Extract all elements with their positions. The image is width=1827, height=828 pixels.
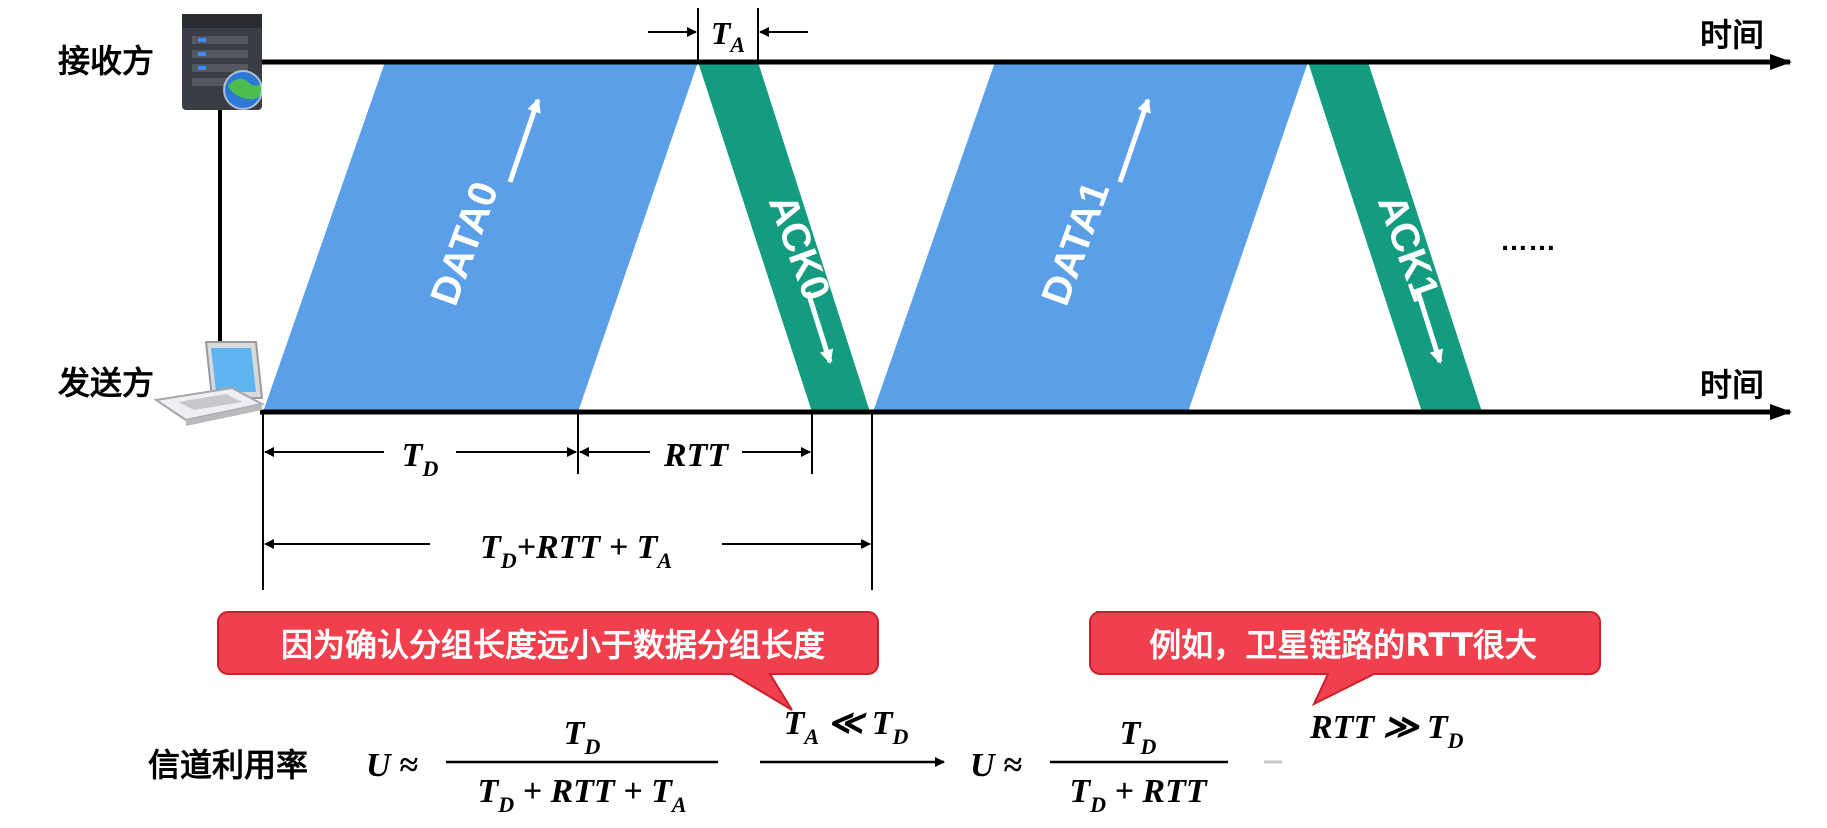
total-dimension-label: TD+RTT + TA	[480, 529, 672, 573]
ack0-direction-arrow	[805, 291, 834, 364]
data1-packet	[873, 62, 1308, 412]
formula1-numerator: TD	[564, 715, 601, 759]
ack1-packet	[1308, 62, 1482, 412]
ack1-direction-arrow	[1415, 291, 1444, 364]
formula2-u-approx: U ≈	[970, 747, 1022, 784]
formula1-u-approx: U ≈	[366, 747, 418, 784]
td-dimension-label: TD	[402, 437, 439, 481]
formula2-denominator: TD + RTT	[1069, 773, 1207, 817]
data1-direction-arrow	[1117, 98, 1151, 183]
time-label-bottom: 时间	[1700, 366, 1764, 404]
formula2-numerator: TD	[1120, 715, 1157, 759]
ellipsis-continuation: ……	[1500, 225, 1556, 256]
ack0-packet	[698, 62, 870, 412]
callout-left-text: 因为确认分组长度远小于数据分组长度	[281, 626, 825, 664]
formula1-condition: TA ≪ TD	[784, 705, 909, 749]
sender-label: 发送方	[58, 364, 154, 402]
time-label-top: 时间	[1700, 16, 1764, 54]
receiver-label: 接收方	[58, 42, 154, 80]
utilization-label: 信道利用率	[148, 746, 308, 784]
rtt-dimension-label: RTT	[663, 437, 729, 474]
data0-direction-arrow	[507, 98, 541, 183]
laptop-icon	[153, 341, 265, 426]
ta-marker-label: TA	[711, 15, 745, 57]
callout-right: 例如，卫星链路的RTT很大	[1089, 611, 1601, 707]
callout-right-text: 例如，卫星链路的RTT很大	[1149, 626, 1537, 664]
callout-left: 因为确认分组长度远小于数据分组长度	[217, 611, 879, 711]
data0-packet	[263, 62, 698, 412]
formula2-condition: RTT ≫ TD	[1309, 709, 1464, 753]
server-icon	[182, 14, 263, 110]
formula1-denominator: TD + RTT + TA	[477, 773, 686, 817]
